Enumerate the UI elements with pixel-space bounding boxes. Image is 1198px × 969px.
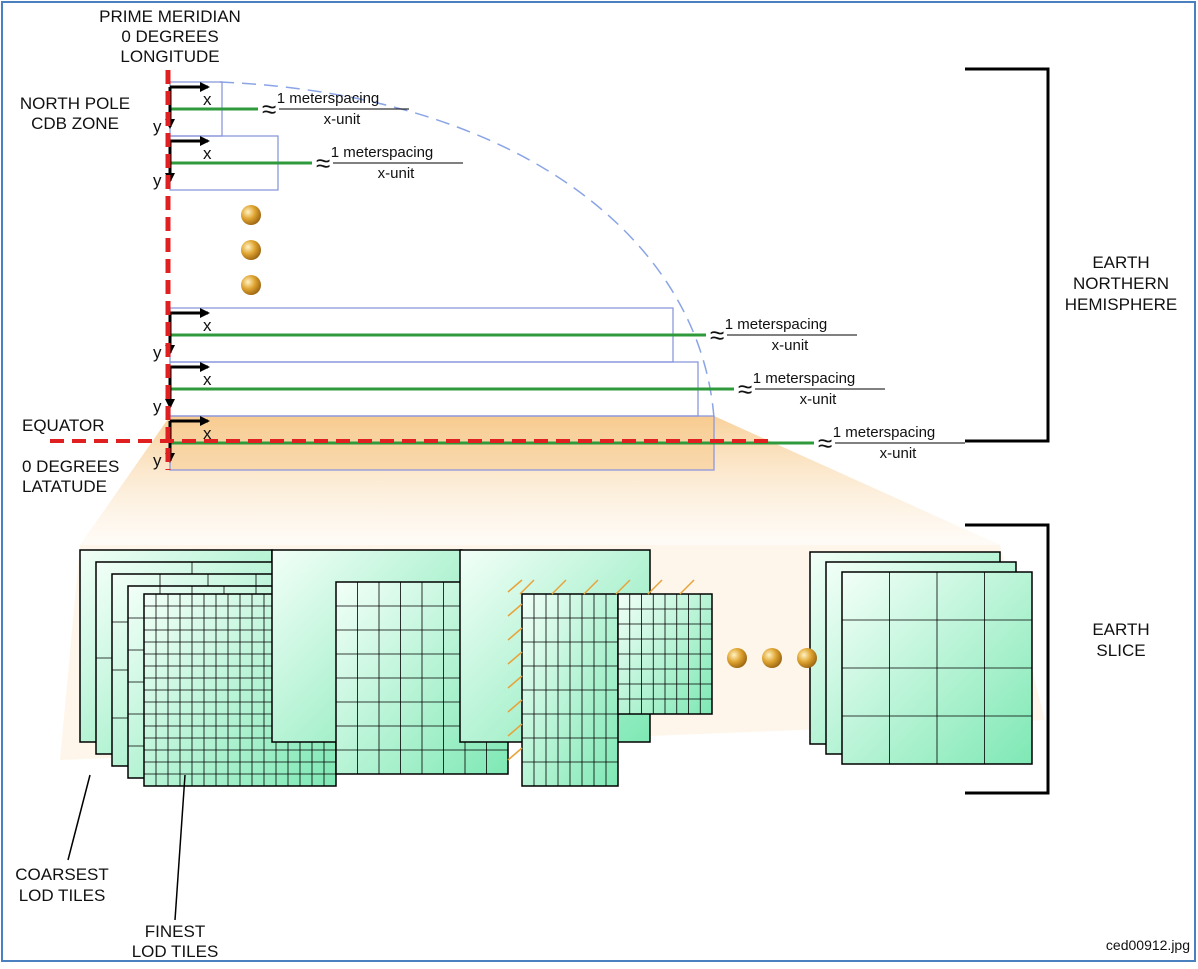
spacing-numerator: 1 meterspacing <box>277 90 380 107</box>
cdb-zone-row: x y ≈1 meterspacing x-unit <box>153 361 885 417</box>
latitude-label-line2: LATATUDE <box>22 477 107 496</box>
y-axis-label: y <box>153 171 162 190</box>
hemisphere-label: EARTH NORTHERN HEMISPHERE <box>1065 253 1177 314</box>
x-axis-label: x <box>203 144 212 163</box>
cdb-zone-row: x y ≈1 meterspacing x-unit <box>153 307 857 363</box>
finest-label: FINEST LOD TILES <box>132 922 219 961</box>
spacing-denominator: x-unit <box>378 165 416 182</box>
ellipsis-dot <box>241 240 261 260</box>
x-axis-label: x <box>203 370 212 389</box>
cdb-zone-row: x y ≈1 meterspacing x-unit <box>153 135 463 191</box>
x-axis-label: x <box>203 424 212 443</box>
latitude-label: 0 DEGREES LATATUDE <box>22 457 119 496</box>
ellipsis-dot <box>241 275 261 295</box>
ellipsis-dot <box>727 648 747 668</box>
finest-label-line1: FINEST <box>145 922 205 941</box>
x-axis-label: x <box>203 90 212 109</box>
approx-symbol: ≈ <box>710 320 724 350</box>
cdb-zones: x y ≈1 meterspacing x-unit x y ≈1 meterspacing… <box>153 81 965 471</box>
north-pole-label-line2: CDB ZONE <box>31 114 119 133</box>
finest-label-line2: LOD TILES <box>132 942 219 961</box>
north-pole-label-line1: NORTH POLE <box>20 94 130 113</box>
coarsest-label-line2: LOD TILES <box>19 886 106 905</box>
hemisphere-label-line3: HEMISPHERE <box>1065 295 1177 314</box>
spacing-denominator: x-unit <box>800 391 838 408</box>
x-axis-label: x <box>203 316 212 335</box>
approx-symbol: ≈ <box>818 428 832 458</box>
spacing-numerator: 1 meterspacing <box>833 424 936 441</box>
lod-tile <box>617 593 713 715</box>
latitude-label-line1: 0 DEGREES <box>22 457 119 476</box>
y-axis-label: y <box>153 117 162 136</box>
ellipsis-dot <box>241 205 261 225</box>
y-axis-label: y <box>153 397 162 416</box>
north-pole-label: NORTH POLE CDB ZONE <box>20 94 130 133</box>
coarsest-label: COARSEST LOD TILES <box>15 865 109 905</box>
lod-tile <box>841 571 1033 765</box>
finest-lod-tile <box>521 593 619 787</box>
spacing-denominator: x-unit <box>880 445 918 462</box>
spacing-denominator: x-unit <box>772 337 810 354</box>
slice-label: EARTH SLICE <box>1092 620 1149 660</box>
y-axis-label: y <box>153 343 162 362</box>
slice-label-line2: SLICE <box>1096 641 1145 660</box>
spacing-numerator: 1 meterspacing <box>331 144 434 161</box>
spacing-numerator: 1 meterspacing <box>725 316 828 333</box>
hemisphere-label-line1: EARTH <box>1092 253 1149 272</box>
y-axis-label: y <box>153 451 162 470</box>
hemisphere-arc <box>219 81 715 419</box>
coarsest-leader-line <box>67 774 91 861</box>
slice-bracket <box>965 523 1050 795</box>
lod-tile-stacks <box>79 549 1033 787</box>
approx-symbol: ≈ <box>738 374 752 404</box>
equator-label: EQUATOR <box>22 416 105 435</box>
prime-meridian-label-line3: LONGITUDE <box>120 47 219 66</box>
approx-symbol: ≈ <box>262 94 276 124</box>
spacing-numerator: 1 meterspacing <box>753 370 856 387</box>
slice-projection-beam <box>80 416 1000 545</box>
hemisphere-label-line2: NORTHERN <box>1073 274 1169 293</box>
prime-meridian-label-line2: 0 DEGREES <box>121 27 218 46</box>
spacing-denominator: x-unit <box>324 111 362 128</box>
prime-meridian-label: PRIME MERIDIAN 0 DEGREES LONGITUDE <box>99 7 241 66</box>
tile-edge-hints <box>507 579 695 761</box>
filename-label: ced00912.jpg <box>1106 937 1190 953</box>
hemisphere-bracket <box>965 67 1050 443</box>
approx-symbol: ≈ <box>316 148 330 178</box>
slice-label-line1: EARTH <box>1092 620 1149 639</box>
finest-leader-line <box>174 774 186 921</box>
cdb-zone-row: x y ≈1 meterspacing x-unit <box>153 81 409 137</box>
ellipsis-dot <box>797 648 817 668</box>
coarsest-label-line1: COARSEST <box>15 865 109 884</box>
ellipsis-dot <box>762 648 782 668</box>
prime-meridian-label-line1: PRIME MERIDIAN <box>99 7 241 26</box>
